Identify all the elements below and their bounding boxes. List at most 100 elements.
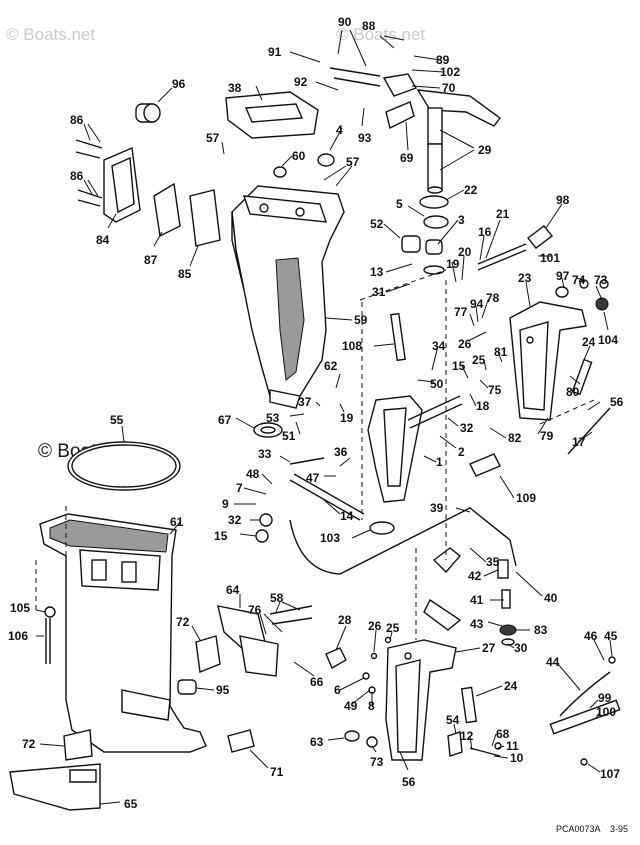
drive-shaft-housing — [39, 513, 207, 753]
part-callout-16: 16 — [478, 225, 492, 239]
part-callout-90: 90 — [338, 15, 352, 29]
part-callout-12: 12 — [460, 729, 474, 743]
part-callout-36: 36 — [334, 445, 348, 459]
part-callout-61: 61 — [170, 515, 184, 529]
part-callout-78: 78 — [486, 291, 500, 305]
ring-31 — [423, 265, 445, 275]
part-callout-109: 109 — [516, 491, 536, 505]
part-callout-50: 50 — [430, 377, 444, 391]
part-callout-75: 75 — [488, 383, 502, 397]
part-callout-19: 19 — [446, 257, 460, 271]
part-callout-98: 98 — [556, 193, 570, 207]
part-callout-68: 68 — [496, 727, 510, 741]
seal-5 — [423, 215, 449, 229]
leader-lines — [35, 29, 613, 805]
part-callout-22: 22 — [464, 183, 478, 197]
part-callout-89: 89 — [436, 53, 450, 67]
steering-arm — [416, 89, 501, 194]
part-callout-77: 77 — [454, 305, 468, 319]
part-callout-66: 66 — [310, 675, 324, 689]
part-callout-106: 106 — [8, 629, 28, 643]
part-callout-53: 53 — [266, 411, 280, 425]
part-callout-24: 24 — [582, 335, 596, 349]
part-callout-25: 25 — [472, 353, 486, 367]
part-callout-6: 6 — [334, 683, 341, 697]
part-callout-39: 39 — [430, 501, 444, 515]
part-callout-7: 7 — [236, 481, 243, 495]
part-callout-79: 79 — [540, 429, 554, 443]
part-callout-102: 102 — [440, 65, 460, 79]
part-callout-21: 21 — [496, 207, 510, 221]
part-callout-8: 8 — [368, 699, 375, 713]
part-drawings — [9, 67, 621, 811]
part-callout-59: 59 — [354, 313, 368, 327]
drawing-date: 3-95 — [610, 824, 628, 834]
part-callout-46: 46 — [584, 629, 598, 643]
part-callout-64: 64 — [226, 583, 240, 597]
part-callout-13: 13 — [370, 265, 384, 279]
grommet — [135, 103, 161, 123]
part-callout-92: 92 — [294, 75, 308, 89]
part-69 — [385, 101, 415, 130]
part-callout-58: 58 — [270, 591, 284, 605]
part-callout-43: 43 — [470, 617, 484, 631]
bushing-52 — [401, 235, 421, 253]
part-callout-41: 41 — [470, 593, 484, 607]
part-70 — [382, 73, 418, 97]
part-callout-15: 15 — [214, 529, 228, 543]
part-callout-38: 38 — [228, 81, 242, 95]
part-callout-31: 31 — [372, 285, 386, 299]
part-callout-17: 17 — [572, 435, 586, 449]
stern-bracket-right — [509, 301, 587, 421]
part-callout-80: 80 — [566, 385, 580, 399]
part-callout-28: 28 — [338, 613, 352, 627]
part-callout-4: 4 — [336, 123, 343, 137]
part-callout-56: 56 — [610, 395, 624, 409]
part-callout-72: 72 — [176, 615, 190, 629]
part-callout-81: 81 — [494, 345, 508, 359]
part-callout-1: 1 — [436, 455, 443, 469]
part-callout-108: 108 — [342, 339, 362, 353]
part-callout-37: 37 — [298, 395, 312, 409]
part-callout-69: 69 — [400, 151, 414, 165]
part-callout-34: 34 — [432, 339, 446, 353]
bolts-86 — [75, 139, 103, 207]
drawing-code: PCA0073A — [556, 824, 601, 834]
part-callout-74: 74 — [572, 273, 586, 287]
part-callout-40: 40 — [544, 591, 558, 605]
part-callout-67: 67 — [218, 413, 232, 427]
part-callout-19: 19 — [340, 411, 354, 425]
part-callout-97: 97 — [556, 269, 570, 283]
part-callout-62: 62 — [324, 359, 338, 373]
part-callout-14: 14 — [340, 509, 354, 523]
part-109 — [469, 453, 501, 477]
part-callout-73: 73 — [370, 755, 384, 769]
part-callout-95: 95 — [216, 683, 230, 697]
part-callout-3: 3 — [458, 213, 465, 227]
part-callout-33: 33 — [258, 447, 272, 461]
part-callout-42: 42 — [468, 569, 482, 583]
part-callout-9: 9 — [222, 497, 229, 511]
part-callout-63: 63 — [310, 735, 324, 749]
part-callout-56: 56 — [402, 775, 416, 789]
part-callout-86: 86 — [70, 113, 84, 127]
part-callout-100: 100 — [596, 705, 616, 719]
part-callout-88: 88 — [362, 19, 376, 33]
part-callout-25: 25 — [386, 621, 400, 635]
part-callout-29: 29 — [478, 143, 492, 157]
part-callout-82: 82 — [508, 431, 522, 445]
part-callout-27: 27 — [482, 641, 496, 655]
part-callout-83: 83 — [534, 623, 548, 637]
part-callout-71: 71 — [270, 765, 284, 779]
part-callout-65: 65 — [124, 797, 138, 811]
part-callout-26: 26 — [368, 619, 382, 633]
part-callout-52: 52 — [370, 217, 384, 231]
washer-22 — [419, 195, 449, 209]
part-callout-85: 85 — [178, 267, 192, 281]
plate-85 — [189, 189, 221, 247]
part-callout-15: 15 — [452, 359, 466, 373]
part-callout-103: 103 — [320, 531, 340, 545]
part-callout-18: 18 — [476, 399, 490, 413]
part-callout-99: 99 — [598, 691, 612, 705]
